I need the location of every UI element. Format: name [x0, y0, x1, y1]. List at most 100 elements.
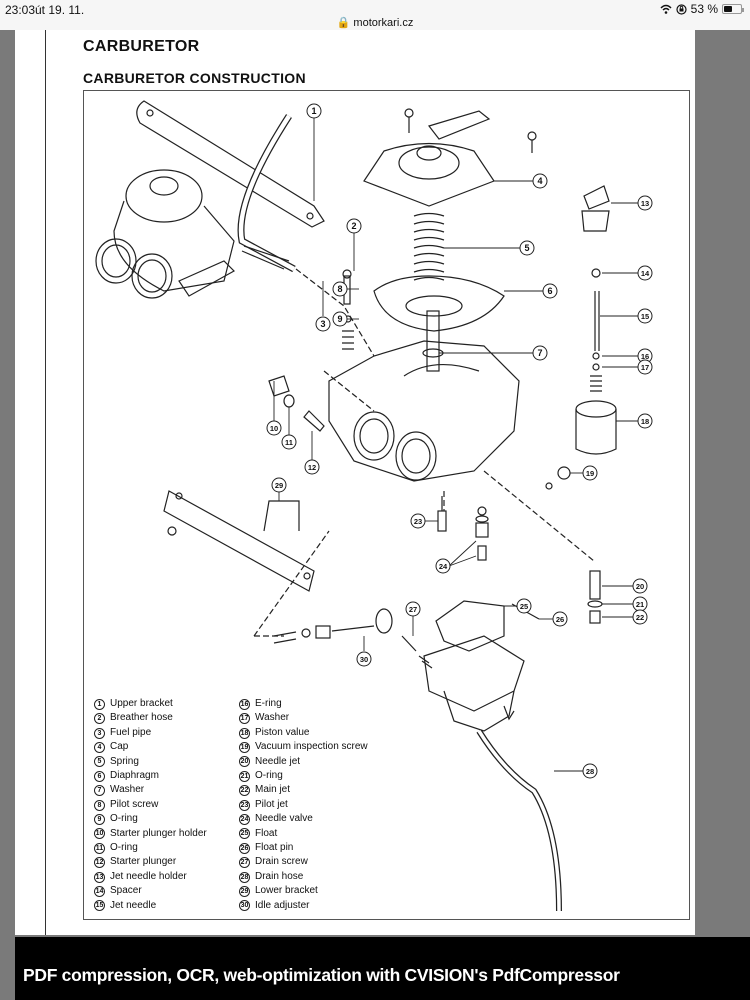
- callout-circle: [266, 420, 282, 436]
- callout-circle: [405, 601, 421, 617]
- callout-number: 3: [320, 319, 325, 329]
- callout-number: 28: [586, 767, 594, 776]
- legend-number-badge: 29: [239, 885, 250, 897]
- url-text: motorkari.cz: [353, 17, 414, 29]
- legend-label: Fuel pipe: [110, 726, 152, 738]
- status-time: 23:03: [5, 3, 36, 17]
- orientation-lock-icon: [676, 3, 687, 15]
- callout-number: 1: [311, 106, 316, 116]
- legend-number-badge: 8: [94, 799, 105, 811]
- callout-number: 12: [308, 463, 316, 472]
- callout-circle: [552, 611, 568, 627]
- legend-label: Spacer: [110, 885, 142, 897]
- callout-15: 15: [637, 308, 653, 324]
- legend-label: O-ring: [255, 770, 283, 782]
- callout-number: 20: [636, 582, 644, 591]
- legend-label: Washer: [110, 784, 145, 796]
- callout-17: 17: [637, 359, 653, 375]
- callout-19: 19: [582, 465, 598, 481]
- legend-number-badge: 19: [239, 741, 250, 753]
- page-binding-line: [45, 30, 46, 935]
- callout-12: 12: [304, 459, 320, 475]
- callout-circle: [532, 173, 548, 189]
- spring-drawing: [413, 212, 445, 281]
- watermark-text: PDF compression, OCR, web-optimization w…: [23, 965, 620, 985]
- callout-number: 26: [556, 615, 564, 624]
- callout-circle: [632, 609, 648, 625]
- callout-circle: [519, 240, 535, 256]
- legend-number-badge: 20: [239, 756, 250, 768]
- legend-number-badge: 17: [239, 713, 250, 725]
- callout-number: 18: [641, 417, 649, 426]
- callout-9: 9: [332, 311, 348, 327]
- callout-circle: [356, 651, 372, 667]
- lock-icon: 🔒: [336, 17, 351, 29]
- callout-23: 23: [410, 513, 426, 529]
- legend-label: Jet needle holder: [110, 870, 187, 882]
- callout-22: 22: [632, 609, 648, 625]
- wifi-icon: [660, 4, 672, 14]
- callout-circle: [516, 598, 532, 614]
- battery-percent: 53 %: [690, 2, 718, 16]
- callout-28: 28: [582, 763, 598, 779]
- callout-circle: [637, 195, 653, 211]
- legend-item: 19 Vacuum inspection screw: [239, 740, 368, 754]
- callout-circle: [332, 281, 348, 297]
- callout-circle: [410, 513, 426, 529]
- watermark-banner: PDF compression, OCR, web-optimization w…: [15, 937, 750, 1000]
- callout-circle: [306, 103, 322, 119]
- address-bar[interactable]: 🔒 motorkari.cz: [0, 16, 750, 29]
- callout-number: 2: [351, 221, 356, 231]
- legend-number-badge: 28: [239, 871, 250, 883]
- callout-3: 3: [315, 316, 331, 332]
- callout-number: 17: [641, 363, 649, 372]
- callout-number: 24: [439, 562, 448, 571]
- legend-number-badge: 9: [94, 813, 105, 825]
- legend-number-badge: 11: [94, 842, 105, 854]
- callout-25: 25: [516, 598, 532, 614]
- callout-circle: [582, 465, 598, 481]
- callout-number: 23: [414, 517, 422, 526]
- callout-number: 27: [409, 605, 417, 614]
- callout-circle: [271, 477, 287, 493]
- callout-group: 1234567891011121314151617181920212223242…: [266, 103, 653, 779]
- legend-number-badge: 12: [94, 857, 105, 869]
- carburetor-exploded-diagram: 1234567891011121314151617181920212223242…: [95, 100, 653, 912]
- legend-number-badge: 24: [239, 813, 250, 825]
- section-title: CARBURETOR: [83, 38, 200, 55]
- callout-10: 10: [266, 420, 282, 436]
- fuel-pipe-drawing: [241, 245, 290, 270]
- callout-number: 25: [520, 602, 528, 611]
- status-bar: 23:03 út 19. 11. 🔒 motorkari.cz 53 %: [0, 0, 750, 30]
- legend-label: Vacuum inspection screw: [255, 741, 368, 753]
- legend-number-badge: 6: [94, 770, 105, 782]
- legend-number-badge: 1: [94, 698, 105, 710]
- battery-icon: [722, 4, 744, 14]
- callout-26: 26: [552, 611, 568, 627]
- legend-label: Piston value: [255, 726, 310, 738]
- legend-number-badge: 21: [239, 770, 250, 782]
- callout-number: 11: [285, 438, 293, 447]
- callout-7: 7: [532, 345, 548, 361]
- callout-number: 7: [537, 348, 542, 358]
- legend-number-badge: 5: [94, 756, 105, 768]
- right-carburetor-drawing: [328, 340, 520, 482]
- callout-number: 5: [524, 243, 529, 253]
- lower-bracket-drawing: [163, 490, 315, 592]
